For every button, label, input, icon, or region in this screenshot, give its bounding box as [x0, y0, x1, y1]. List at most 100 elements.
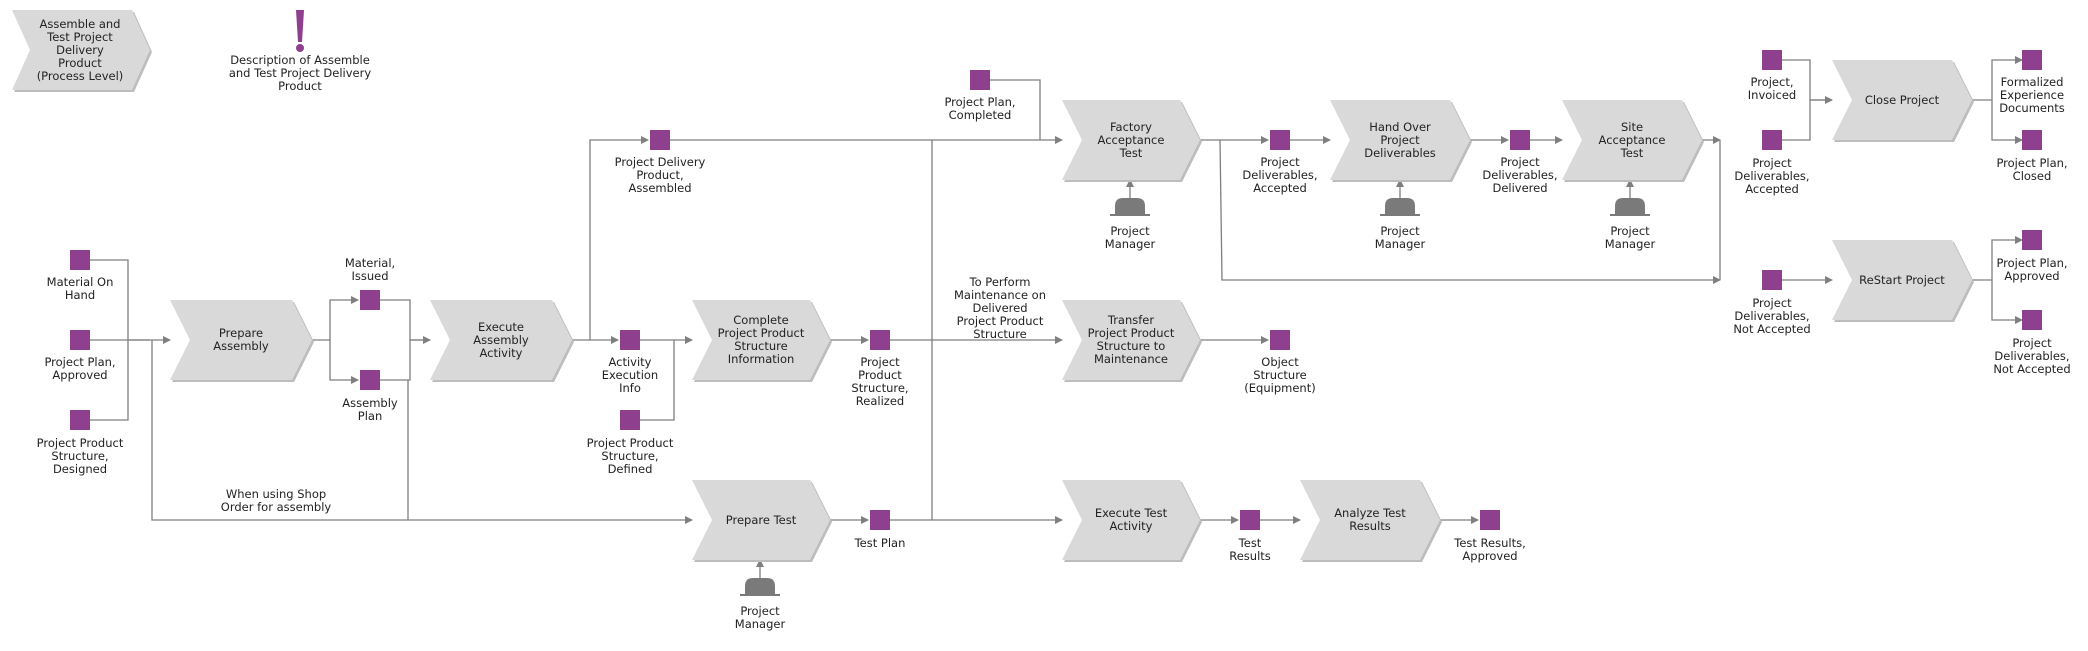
object-object-structure[interactable] — [1270, 330, 1290, 350]
activity-factory-acceptance[interactable] — [1062, 100, 1202, 182]
connector — [380, 340, 411, 381]
object-label: Project Deliverables, Delivered — [1482, 155, 1558, 195]
role-label: Project Manager — [734, 604, 786, 631]
connector-lines — [90, 56, 2023, 578]
object-label: Assembly Plan — [342, 396, 398, 423]
object-label: Test Results, Approved — [1454, 536, 1526, 563]
object-label: Project Delivery Product, Assembled — [614, 155, 706, 195]
object-project-invoiced[interactable] — [1762, 50, 1782, 70]
connector — [1219, 139, 1721, 284]
object-test-results[interactable] — [1240, 510, 1260, 530]
connector — [1972, 236, 2023, 281]
object-label: Project Product Structure, Defined — [586, 436, 674, 476]
activity-restart-project[interactable] — [1832, 240, 1974, 322]
object-label: Project Deliverables, Not Accepted — [1733, 296, 1811, 336]
connector — [1991, 280, 2023, 324]
object-deliverables-delivered[interactable] — [1510, 130, 1530, 150]
object-label: Project Deliverables, Accepted — [1734, 156, 1810, 196]
connector — [151, 340, 408, 521]
activity-label: Prepare Assembly — [213, 326, 269, 353]
object-label: Project Deliverables, Accepted — [1242, 155, 1318, 195]
role-label: Project Manager — [1374, 224, 1426, 251]
object-structure-defined[interactable] — [620, 410, 640, 430]
object-deliverables-accepted-1[interactable] — [1270, 130, 1290, 150]
activity-label: Close Project — [1864, 92, 1940, 107]
object-formalized-docs[interactable] — [2022, 50, 2042, 70]
object-plan-completed[interactable] — [970, 70, 990, 90]
object-label: Material On Hand — [46, 275, 114, 302]
object-label: Test Results — [1229, 536, 1271, 563]
object-material-issued[interactable] — [360, 290, 380, 310]
role-icons — [740, 198, 1650, 596]
activity-label: Complete Project Product Structure Infor… — [717, 313, 805, 366]
connector — [380, 299, 430, 341]
connector — [640, 340, 675, 421]
activity-transfer-structure[interactable] — [1062, 300, 1202, 382]
activity-execute-test[interactable] — [1062, 480, 1202, 562]
object-label: Object Structure (Equipment) — [1244, 355, 1316, 395]
activity-prepare-test[interactable] — [692, 480, 832, 562]
note-shop-order: When using Shop Order for assembly — [220, 487, 332, 514]
data-objects — [70, 50, 2042, 530]
object-label: Project, Invoiced — [1747, 75, 1797, 102]
object-structure-realized[interactable] — [870, 330, 890, 350]
activity-label: Transfer Project Product Structure to Ma… — [1087, 313, 1175, 366]
activity-label: Site Acceptance Test — [1598, 119, 1666, 160]
process-description[interactable]: Description of Assemble and Test Project… — [228, 53, 372, 93]
activity-label: Analyze Test Results — [1334, 506, 1406, 533]
activity-prepare-assembly[interactable] — [170, 300, 314, 382]
role-label: Project Manager — [1604, 224, 1656, 251]
activity-execute-assembly[interactable] — [430, 300, 574, 382]
object-label: Project Product Structure, Designed — [36, 436, 124, 476]
object-test-results-approved[interactable] — [1480, 510, 1500, 530]
connector — [1991, 100, 2023, 144]
activity-close-project[interactable] — [1832, 60, 1974, 142]
object-label: Project Plan, Approved — [1996, 256, 2068, 283]
object-delivery-assembled[interactable] — [650, 130, 670, 150]
object-label: Project Plan, Closed — [1996, 156, 2068, 183]
object-plan-approved-out[interactable] — [2022, 230, 2042, 250]
connector — [1972, 56, 2023, 101]
note-maintenance: To Perform Maintenance on Delivered Proj… — [953, 275, 1047, 341]
activity-label: Prepare Test — [725, 512, 797, 527]
activity-label: Execute Assembly Activity — [473, 319, 529, 360]
role-pm-factory-icon[interactable] — [1110, 198, 1150, 216]
exclamation-icon — [296, 10, 304, 52]
activity-label: Factory Acceptance Test — [1097, 119, 1165, 160]
object-label: Material, Issued — [344, 256, 396, 283]
role-pm-site-icon[interactable] — [1610, 198, 1650, 216]
object-deliverables-not-accepted-in[interactable] — [1762, 270, 1782, 290]
object-label: Project Plan, Approved — [44, 355, 116, 382]
activity-label: Hand Over Project Deliverables — [1364, 119, 1436, 160]
object-label: Activity Execution Info — [601, 355, 659, 395]
activity-analyze-test[interactable] — [1300, 480, 1442, 562]
connector — [990, 79, 1041, 140]
connector — [329, 340, 359, 384]
activity-hand-over[interactable] — [1330, 100, 1472, 182]
object-deliverables-accepted-2[interactable] — [1762, 130, 1782, 150]
connector — [1782, 100, 1811, 141]
connector — [90, 340, 129, 421]
object-structure-designed[interactable] — [70, 410, 90, 430]
object-test-plan[interactable] — [870, 510, 890, 530]
activity-complete-structure[interactable] — [692, 300, 832, 382]
object-label: Project Plan, Completed — [944, 95, 1016, 122]
role-pm-prepare-test-icon[interactable] — [740, 578, 780, 596]
object-plan-closed[interactable] — [2022, 130, 2042, 150]
activity-label: ReStart Project — [1859, 272, 1945, 287]
role-pm-hand-over-icon[interactable] — [1380, 198, 1420, 216]
object-assembly-plan[interactable] — [360, 370, 380, 390]
object-activity-info[interactable] — [620, 330, 640, 350]
object-plan-approved[interactable] — [70, 330, 90, 350]
object-label: Formalized Experience Documents — [1999, 75, 2065, 115]
activity-site-acceptance[interactable] — [1562, 100, 1704, 182]
object-label: Project Deliverables, Not Accepted — [1993, 336, 2071, 376]
role-label: Project Manager — [1104, 224, 1156, 251]
object-label: Project Product Structure, Realized — [851, 355, 909, 408]
object-material-on-hand[interactable] — [70, 250, 90, 270]
connector — [572, 136, 649, 341]
object-deliverables-not-accepted-out[interactable] — [2022, 310, 2042, 330]
connector — [312, 296, 359, 341]
process-level-chevron[interactable] — [12, 10, 152, 92]
